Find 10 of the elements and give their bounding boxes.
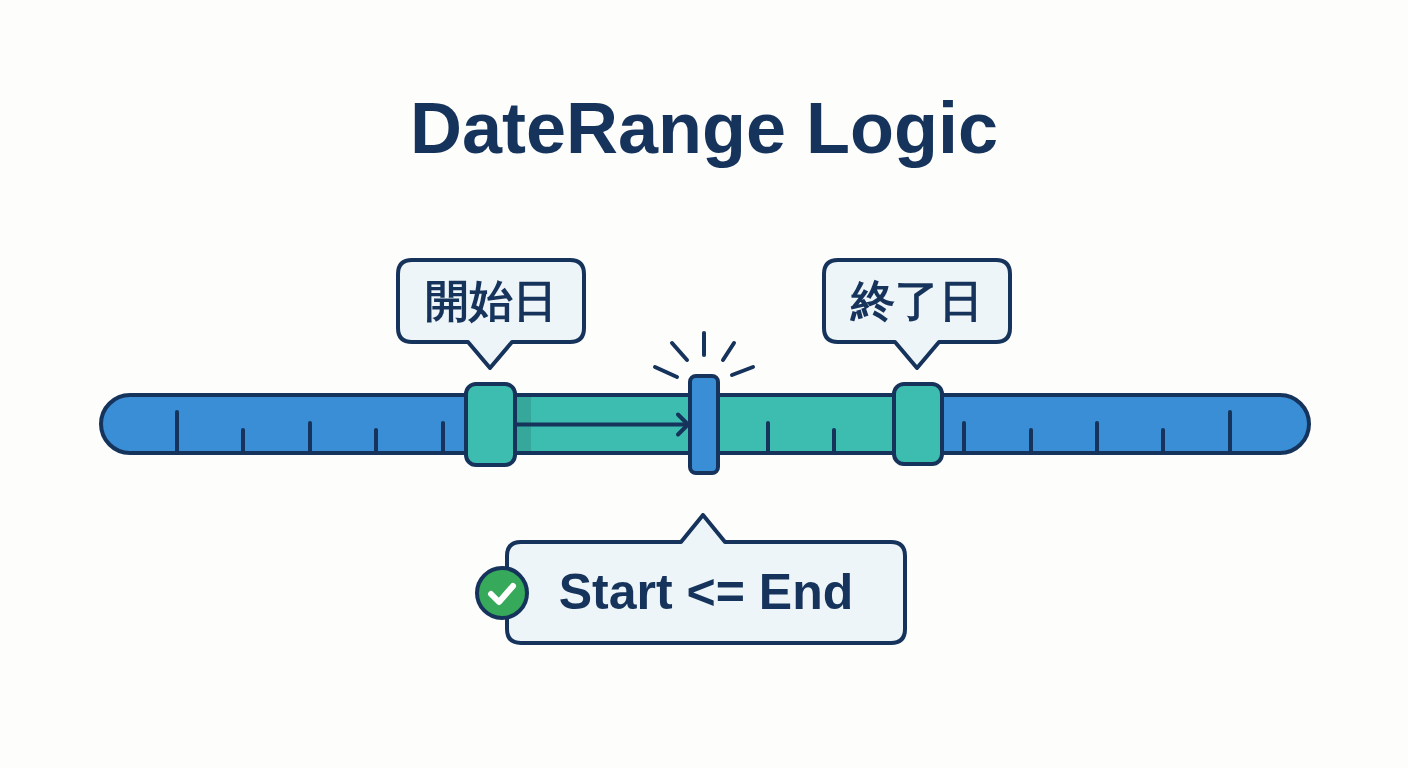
arrow <box>515 412 690 437</box>
speech-bubble <box>474 513 907 645</box>
speech-bubble <box>396 258 586 370</box>
position-marker <box>688 374 720 475</box>
bubble-label: 終了日 <box>851 275 983 327</box>
bubble-label: Start <= End <box>558 563 854 622</box>
bubble-label: 開始日 <box>425 275 557 327</box>
slider-handle <box>892 382 944 466</box>
slider-handle <box>464 382 517 467</box>
speech-bubble <box>822 258 1012 370</box>
